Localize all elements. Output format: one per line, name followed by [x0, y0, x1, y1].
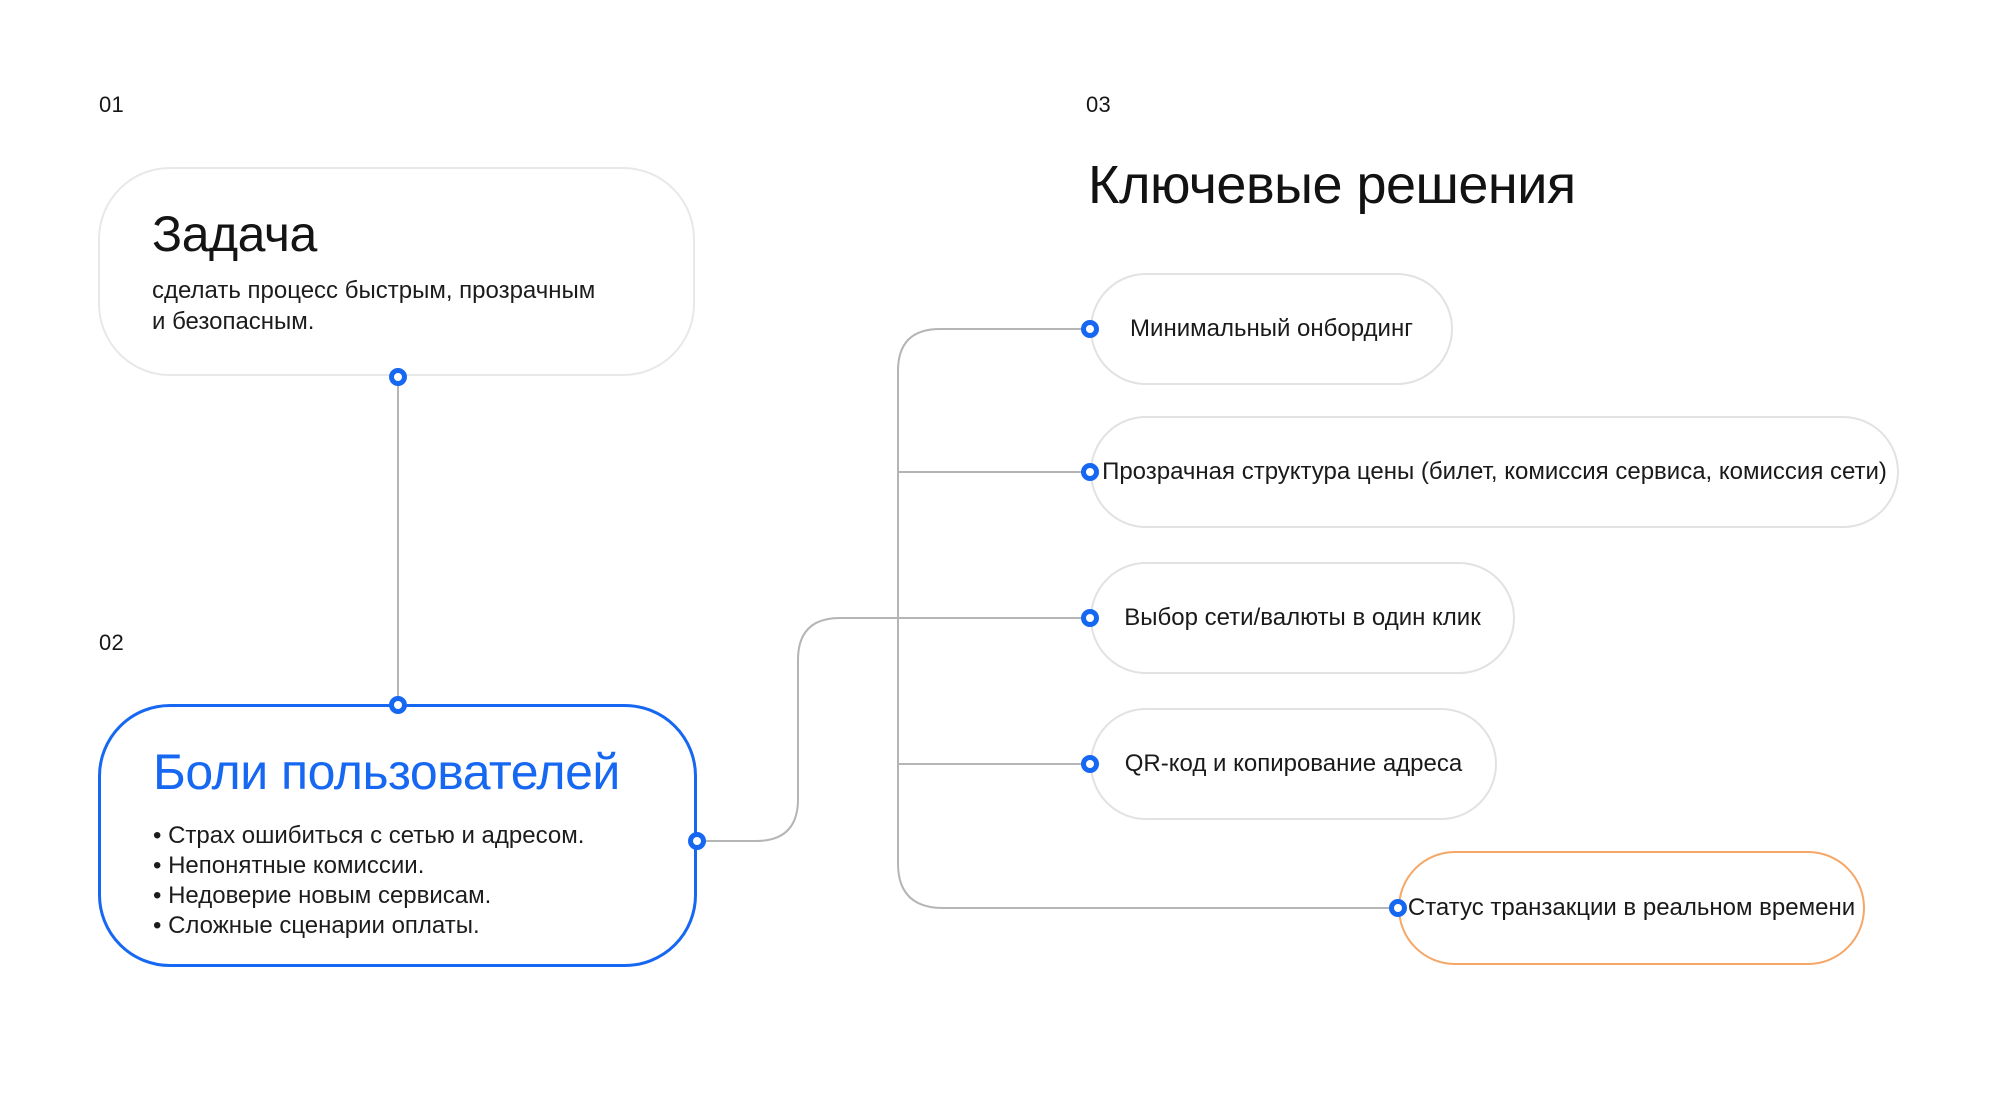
solution-pill-label: Выбор сети/валюты в один клик [1124, 604, 1481, 631]
pain-item: • Страх ошибиться с сетью и адресом. [153, 822, 585, 849]
solution-pill-qr-code[interactable]: QR-код и копирование адреса [1090, 708, 1497, 820]
connector-node[interactable] [688, 832, 706, 850]
solution-pill-onboarding[interactable]: Минимальный онбординг [1090, 273, 1453, 385]
solution-pill-network-choice[interactable]: Выбор сети/валюты в один клик [1090, 562, 1515, 674]
connector-node[interactable] [1389, 899, 1407, 917]
connector-node[interactable] [1081, 755, 1099, 773]
solutions-heading: Ключевые решения [1088, 155, 1576, 215]
task-card-body: сделать процесс быстрым, прозрачным и бе… [152, 277, 596, 335]
pain-item: • Непонятные комиссии. [153, 852, 425, 879]
connector-node[interactable] [389, 696, 407, 714]
solution-pill-label: Прозрачная структура цены (билет, комисс… [1102, 458, 1887, 485]
pain-list: • Страх ошибиться с сетью и адресом. • Н… [153, 821, 584, 941]
connector-pains-to-solutions [697, 617, 1090, 842]
connector-node[interactable] [1081, 609, 1099, 627]
connector-node[interactable] [1081, 320, 1099, 338]
pain-item: • Сложные сценарии оплаты. [153, 912, 480, 939]
connector-node[interactable] [389, 368, 407, 386]
solution-pill-label: Статус транзакции в реальном времени [1407, 894, 1856, 921]
solution-pill-price-structure[interactable]: Прозрачная структура цены (билет, комисс… [1090, 416, 1899, 528]
section-number-01: 01 [99, 92, 125, 117]
section-number-02: 02 [99, 630, 125, 655]
section-number-03: 03 [1086, 92, 1112, 117]
solution-pill-label: Минимальный онбординг [1130, 315, 1413, 342]
solution-pill-tx-status[interactable]: Статус транзакции в реальном времени [1398, 851, 1865, 965]
task-card-title: Задача [152, 206, 317, 262]
solution-pill-label: QR-код и копирование адреса [1124, 750, 1463, 777]
pains-card[interactable]: Боли пользователей • Страх ошибиться с с… [98, 704, 697, 967]
task-card[interactable]: Задача сделать процесс быстрым, прозрачн… [98, 167, 695, 376]
connector-node[interactable] [1081, 463, 1099, 481]
connector-trunk [897, 328, 1398, 909]
pains-card-title: Боли пользователей [153, 744, 620, 800]
pain-item: • Недоверие новым сервисам. [153, 882, 492, 909]
